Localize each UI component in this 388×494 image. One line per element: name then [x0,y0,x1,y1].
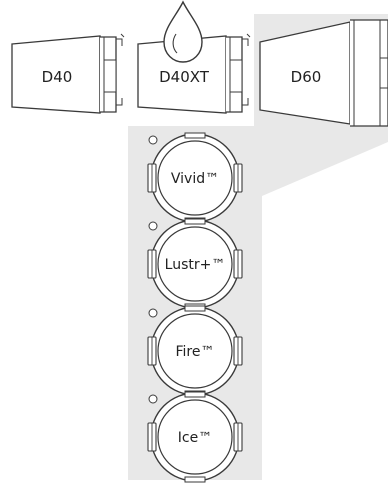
lens-option: Fire™ [147,305,243,397]
d60-fixture: D60 [259,19,388,127]
lens-label: Lustr+™ [165,257,226,273]
d40xt-fixture: D40XT [137,0,251,114]
lens-label: Fire™ [176,344,215,360]
d40xt-label: D40XT [159,68,210,86]
lens-options: Vivid™ Lustr+™ Fire™ Ice™ [147,132,243,483]
d40-label: D40 [42,68,73,86]
lens-label: Ice™ [178,430,212,446]
lens-option: Vivid™ [147,132,243,224]
water-drop-icon [163,0,203,63]
d40-fixture: D40 [11,33,125,114]
lens-label: Vivid™ [171,171,219,187]
lens-option: Ice™ [147,391,243,483]
d60-label: D60 [291,68,322,86]
lens-option: Lustr+™ [147,218,243,310]
